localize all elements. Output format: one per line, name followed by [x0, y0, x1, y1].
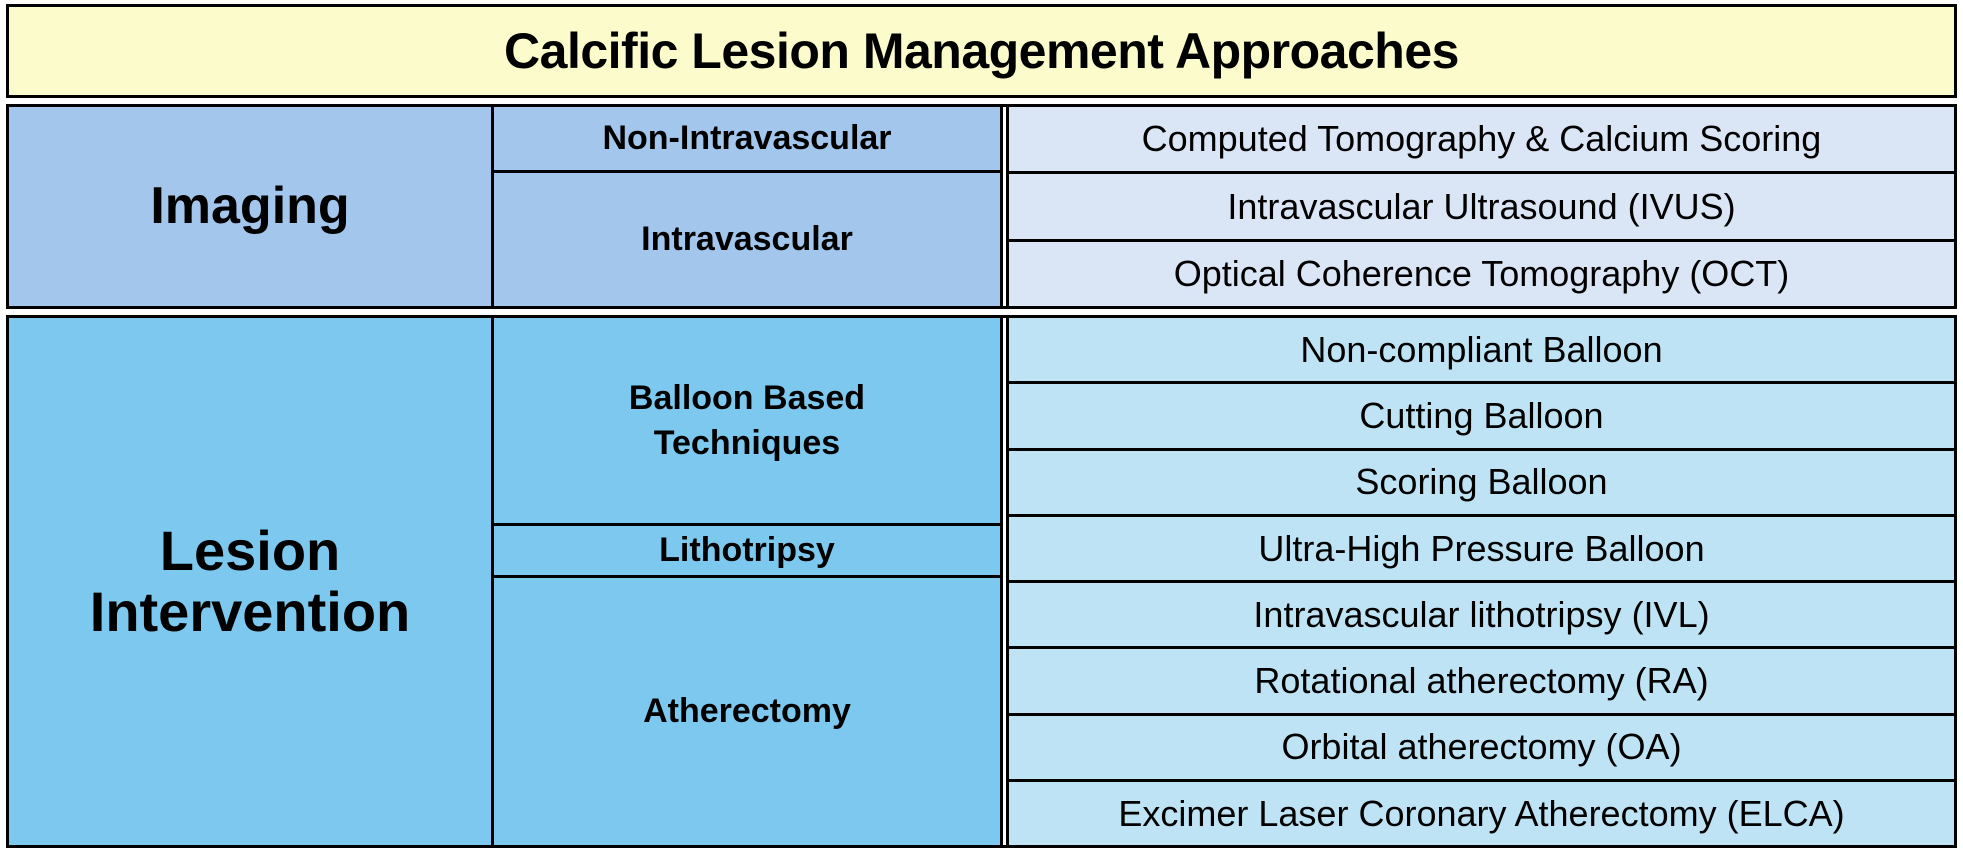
subgroup-label-lithotripsy: Lithotripsy — [659, 531, 835, 570]
subgroup-label-atherectomy: Atherectomy — [643, 692, 851, 731]
item-label-ivus: Intravascular Ultrasound (IVUS) — [1227, 185, 1736, 227]
subgroup-label-balloon-based-techniques: Balloon Based Techniques — [621, 376, 873, 466]
category-cell-lesion-intervention: Lesion Intervention — [9, 318, 494, 845]
item-label-non-compliant-balloon: Non-compliant Balloon — [1300, 328, 1663, 370]
category-cell-imaging: Imaging — [9, 107, 494, 306]
subgroup-cell-lithotripsy: Lithotripsy — [494, 526, 1000, 578]
category-label-line2: Intervention — [89, 579, 411, 643]
category-label-imaging: Imaging — [150, 177, 350, 236]
table-title-row: Calcific Lesion Management Approaches — [6, 4, 1957, 98]
item-row-cutting-balloon: Cutting Balloon — [1009, 384, 1954, 451]
subgroup-cell-atherectomy: Atherectomy — [494, 578, 1000, 845]
item-row-elca: Excimer Laser Coronary Atherectomy (ELCA… — [1009, 781, 1954, 845]
item-column-lesion-intervention: Non-compliant Balloon Cutting Balloon Sc… — [1009, 318, 1954, 845]
item-column-imaging: Computed Tomography & Calcium Scoring In… — [1009, 107, 1954, 306]
item-label-elca: Excimer Laser Coronary Atherectomy (ELCA… — [1118, 792, 1845, 834]
subgroup-label-line1: Balloon Based — [628, 378, 866, 417]
subgroup-cell-intravascular: Intravascular — [494, 173, 1000, 306]
subgroup-label-line2: Techniques — [653, 423, 841, 462]
section-lesion-intervention: Lesion Intervention Balloon Based Techni… — [6, 315, 1957, 848]
item-row-scoring-balloon: Scoring Balloon — [1009, 450, 1954, 517]
item-label-scoring-balloon: Scoring Balloon — [1355, 461, 1608, 503]
subgroup-column-lesion-intervention: Balloon Based Techniques Lithotripsy Ath… — [494, 318, 1000, 845]
item-row-orbital-atherectomy: Orbital atherectomy (OA) — [1009, 715, 1954, 782]
item-row-ivl: Intravascular lithotripsy (IVL) — [1009, 583, 1954, 650]
item-row-ultra-high-pressure-balloon: Ultra-High Pressure Balloon — [1009, 516, 1954, 583]
item-label-rotational-atherectomy: Rotational atherectomy (RA) — [1254, 660, 1709, 702]
item-label-ivl: Intravascular lithotripsy (IVL) — [1253, 593, 1710, 635]
item-row-computed-tomography: Computed Tomography & Calcium Scoring — [1009, 107, 1954, 175]
subgroup-cell-non-intravascular: Non-Intravascular — [494, 107, 1000, 173]
column-gap-imaging — [1000, 107, 1009, 306]
subgroup-label-intravascular: Intravascular — [641, 220, 853, 259]
item-row-ivus: Intravascular Ultrasound (IVUS) — [1009, 174, 1954, 242]
category-label-lesion-intervention: Lesion Intervention — [84, 519, 416, 643]
item-label-ultra-high-pressure-balloon: Ultra-High Pressure Balloon — [1258, 527, 1705, 569]
item-label-orbital-atherectomy: Orbital atherectomy (OA) — [1281, 726, 1682, 768]
item-row-oct: Optical Coherence Tomography (OCT) — [1009, 241, 1954, 306]
subgroup-cell-balloon-based-techniques: Balloon Based Techniques — [494, 318, 1000, 526]
item-label-oct: Optical Coherence Tomography (OCT) — [1173, 253, 1790, 295]
subgroup-column-imaging: Non-Intravascular Intravascular — [494, 107, 1000, 306]
item-label-computed-tomography: Computed Tomography & Calcium Scoring — [1141, 118, 1822, 160]
category-label-line1: Lesion — [159, 519, 341, 583]
item-row-non-compliant-balloon: Non-compliant Balloon — [1009, 318, 1954, 385]
column-gap-lesion-intervention — [1000, 318, 1009, 845]
subgroup-label-non-intravascular: Non-Intravascular — [602, 119, 892, 158]
page-title: Calcific Lesion Management Approaches — [504, 23, 1459, 79]
section-imaging: Imaging Non-Intravascular Intravascular … — [6, 104, 1957, 309]
item-row-rotational-atherectomy: Rotational atherectomy (RA) — [1009, 649, 1954, 716]
item-label-cutting-balloon: Cutting Balloon — [1359, 395, 1604, 437]
